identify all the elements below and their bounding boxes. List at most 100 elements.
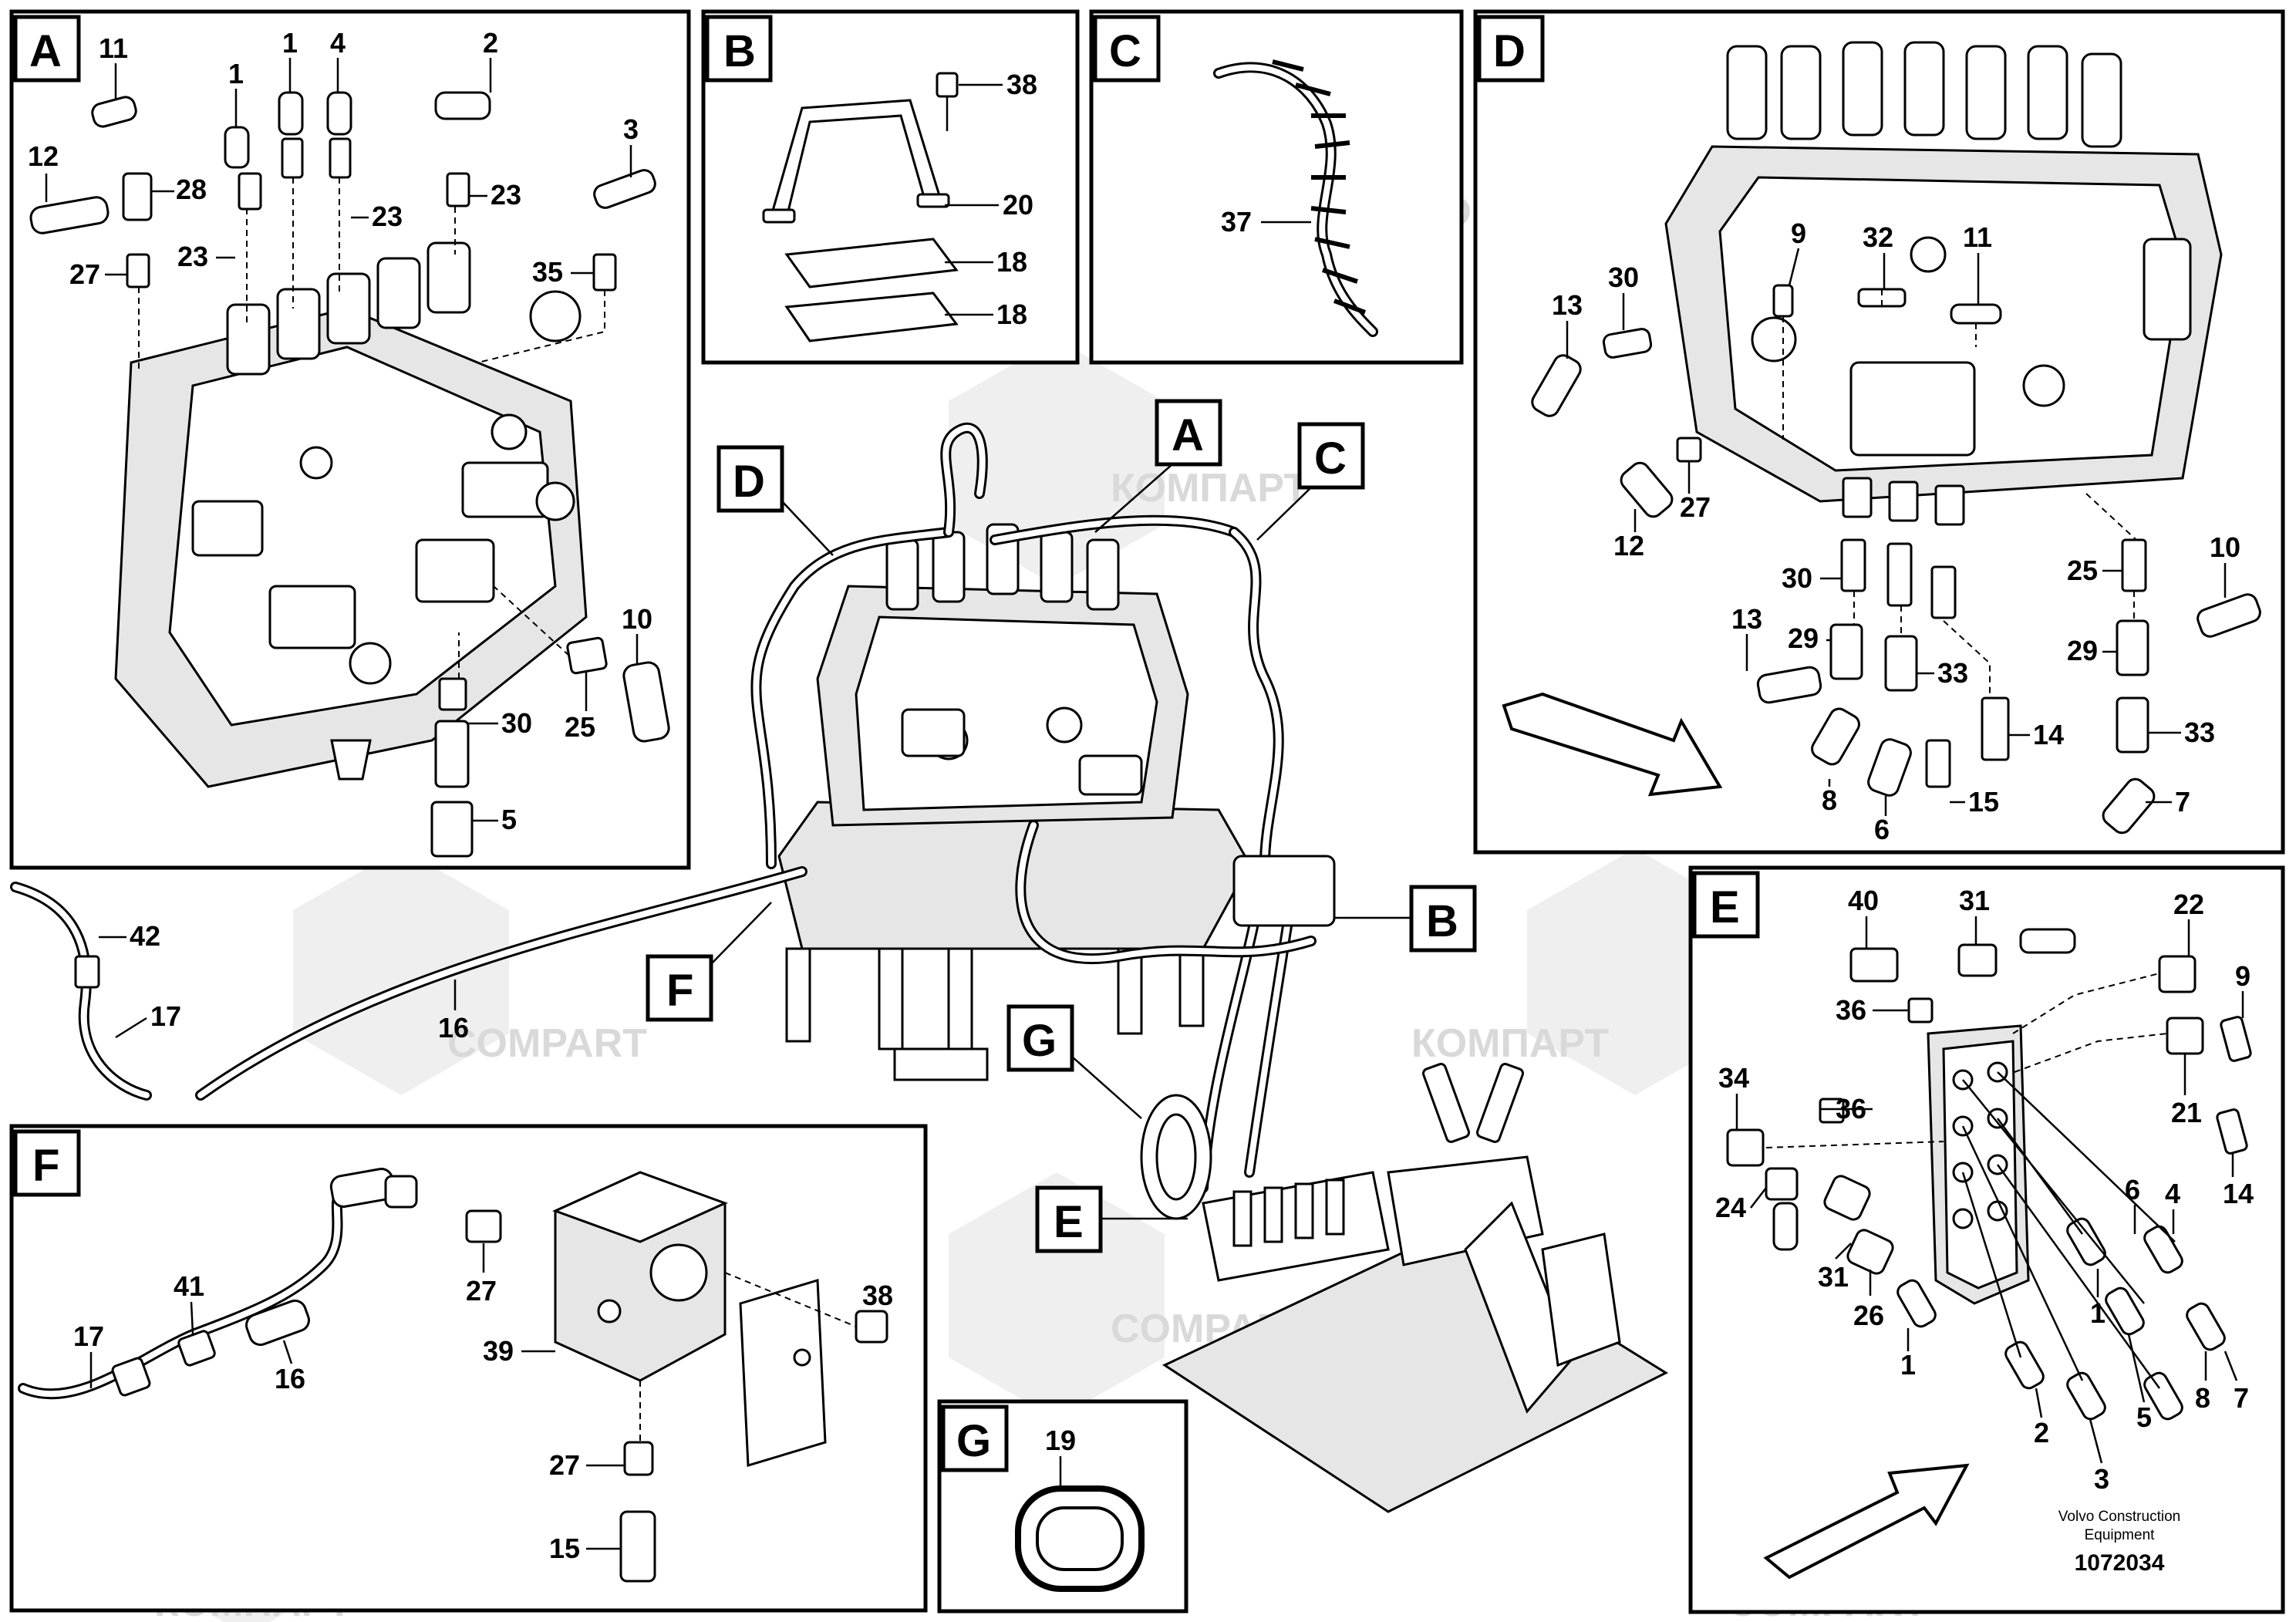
rubber-pad bbox=[784, 238, 959, 342]
hose-17 bbox=[10, 882, 152, 1101]
callout-number: 27 bbox=[1680, 491, 1711, 523]
panel-d: D bbox=[1473, 9, 2285, 855]
callout-number: 2 bbox=[2034, 1417, 2049, 1448]
panel-e-callouts: 40 31 22 9 36 36 34 21 14 24 6 4 31 bbox=[1715, 885, 2254, 1495]
callout-number: 1 bbox=[1900, 1349, 1916, 1381]
callout-number: 6 bbox=[1874, 814, 1890, 845]
callout-number: 11 bbox=[1963, 221, 1992, 253]
panel-g-label: G bbox=[956, 1416, 991, 1466]
callout-number: 13 bbox=[1552, 289, 1583, 321]
panel-e: E bbox=[1688, 865, 2285, 1614]
callout-number: 1 bbox=[282, 27, 298, 59]
callout-number: 18 bbox=[996, 298, 1027, 330]
callout-number: 24 bbox=[1715, 1192, 1746, 1223]
pilot-valve-base bbox=[1161, 1063, 1669, 1513]
panel-g-tag bbox=[941, 1404, 1009, 1472]
callout-number: 31 bbox=[1959, 885, 1990, 916]
footer-company-line1: Volvo Construction bbox=[2058, 1509, 2180, 1525]
callout-number: 15 bbox=[549, 1533, 580, 1564]
callout-number: 16 bbox=[275, 1363, 305, 1394]
callout-number: 20 bbox=[1003, 189, 1033, 221]
callout-number: 42 bbox=[130, 920, 160, 952]
callout-number: 33 bbox=[1937, 657, 1968, 689]
callout-number: 13 bbox=[1731, 603, 1762, 635]
callout-number: 27 bbox=[69, 258, 100, 290]
panel-g-callouts: 19 bbox=[1045, 1425, 1076, 1489]
callout-number: 30 bbox=[501, 707, 532, 739]
callout-number: 29 bbox=[1788, 622, 1819, 654]
callout-number: 32 bbox=[1863, 221, 1893, 253]
callout-number: 27 bbox=[466, 1275, 497, 1307]
direction-arrow bbox=[1502, 692, 1723, 797]
panel-f: F 27 41 38 17 bbox=[9, 1124, 928, 1613]
panel-f-dashed-lines bbox=[639, 1272, 857, 1442]
callout-number: 7 bbox=[2234, 1382, 2249, 1414]
callout-number: 2 bbox=[483, 27, 498, 59]
main-tag-label: D bbox=[733, 457, 765, 507]
direction-arrow bbox=[1763, 1463, 1970, 1580]
callout-number: 31 bbox=[1818, 1261, 1849, 1293]
panel-b-label: B bbox=[723, 26, 756, 76]
panel-a: A bbox=[9, 9, 691, 870]
main-valve bbox=[816, 523, 1189, 827]
panel-f-callouts: 27 41 38 17 16 39 27 15 bbox=[73, 1243, 893, 1564]
callout-number: 34 bbox=[1718, 1062, 1749, 1094]
main-view-tags: A D C B F G E bbox=[646, 399, 1477, 1253]
main-tag-label: C bbox=[1314, 433, 1347, 484]
callout-number: 1 bbox=[228, 58, 244, 89]
tube-lines bbox=[1961, 1071, 2176, 1389]
panel-a-label: A bbox=[29, 26, 62, 76]
valve-block-d bbox=[1664, 41, 2223, 526]
panel-c: C 37 bbox=[1089, 9, 1464, 365]
callout-number: 23 bbox=[372, 201, 403, 232]
callout-number: 3 bbox=[2094, 1463, 2109, 1495]
footer-company-line2: Equipment bbox=[2085, 1527, 2156, 1543]
callout-number: 14 bbox=[2033, 719, 2064, 750]
callout-number: 40 bbox=[1848, 885, 1879, 916]
panel-d-fittings bbox=[1531, 284, 2261, 835]
callout-number: 26 bbox=[1853, 1300, 1884, 1331]
callout-number: 36 bbox=[1836, 994, 1866, 1026]
panel-e-dashed-lines bbox=[1765, 973, 2168, 1148]
callout-number: 5 bbox=[2136, 1401, 2152, 1433]
callout-number: 12 bbox=[28, 140, 59, 172]
hose-clamp bbox=[1232, 855, 1336, 927]
panel-g: G 19 bbox=[937, 1399, 1188, 1614]
callout-number: 17 bbox=[150, 1000, 181, 1032]
callout-number: 14 bbox=[2223, 1178, 2254, 1209]
callout-number: 38 bbox=[1006, 69, 1037, 100]
callout-number: 18 bbox=[996, 246, 1027, 278]
callout-number: 30 bbox=[1608, 261, 1639, 293]
callout-number: 19 bbox=[1045, 1425, 1076, 1456]
panel-a-dashed-lines bbox=[138, 177, 605, 679]
callout-number: 23 bbox=[491, 179, 521, 211]
callout-number: 28 bbox=[176, 174, 207, 205]
main-tag-label: F bbox=[666, 966, 693, 1016]
callout-number: 22 bbox=[2173, 889, 2204, 920]
callout-number: 21 bbox=[2171, 1097, 2202, 1128]
watermark-tile: COMPART bbox=[293, 848, 647, 1095]
panel-a-fittings bbox=[29, 91, 670, 858]
callout-number: 25 bbox=[2067, 555, 2098, 586]
main-tag-label: G bbox=[1022, 1016, 1057, 1066]
panel-a-tag bbox=[13, 15, 81, 83]
callout-number: 1 bbox=[2090, 1297, 2106, 1329]
callout-number: 39 bbox=[483, 1335, 514, 1367]
main-assembly-view: A D C B F G E 42 17 16 bbox=[10, 399, 1669, 1513]
panel-f-fittings bbox=[111, 1168, 888, 1583]
callout-number: 9 bbox=[2235, 960, 2250, 992]
rubber-ring-g bbox=[1015, 1485, 1145, 1592]
callout-number: 5 bbox=[501, 804, 517, 835]
callout-number: 30 bbox=[1782, 562, 1812, 594]
callout-number: 7 bbox=[2175, 786, 2190, 818]
callout-number: 8 bbox=[1822, 784, 1837, 816]
callout-number: 10 bbox=[622, 603, 652, 635]
main-view-callouts: 42 17 16 bbox=[99, 920, 469, 1044]
panel-e-label: E bbox=[1710, 882, 1740, 932]
callout-number: 33 bbox=[2184, 717, 2215, 748]
panel-b-tag bbox=[705, 15, 773, 83]
callout-number: 27 bbox=[549, 1449, 580, 1481]
panel-c-callouts: 37 bbox=[1221, 206, 1311, 238]
main-tag-label: A bbox=[1172, 410, 1204, 460]
